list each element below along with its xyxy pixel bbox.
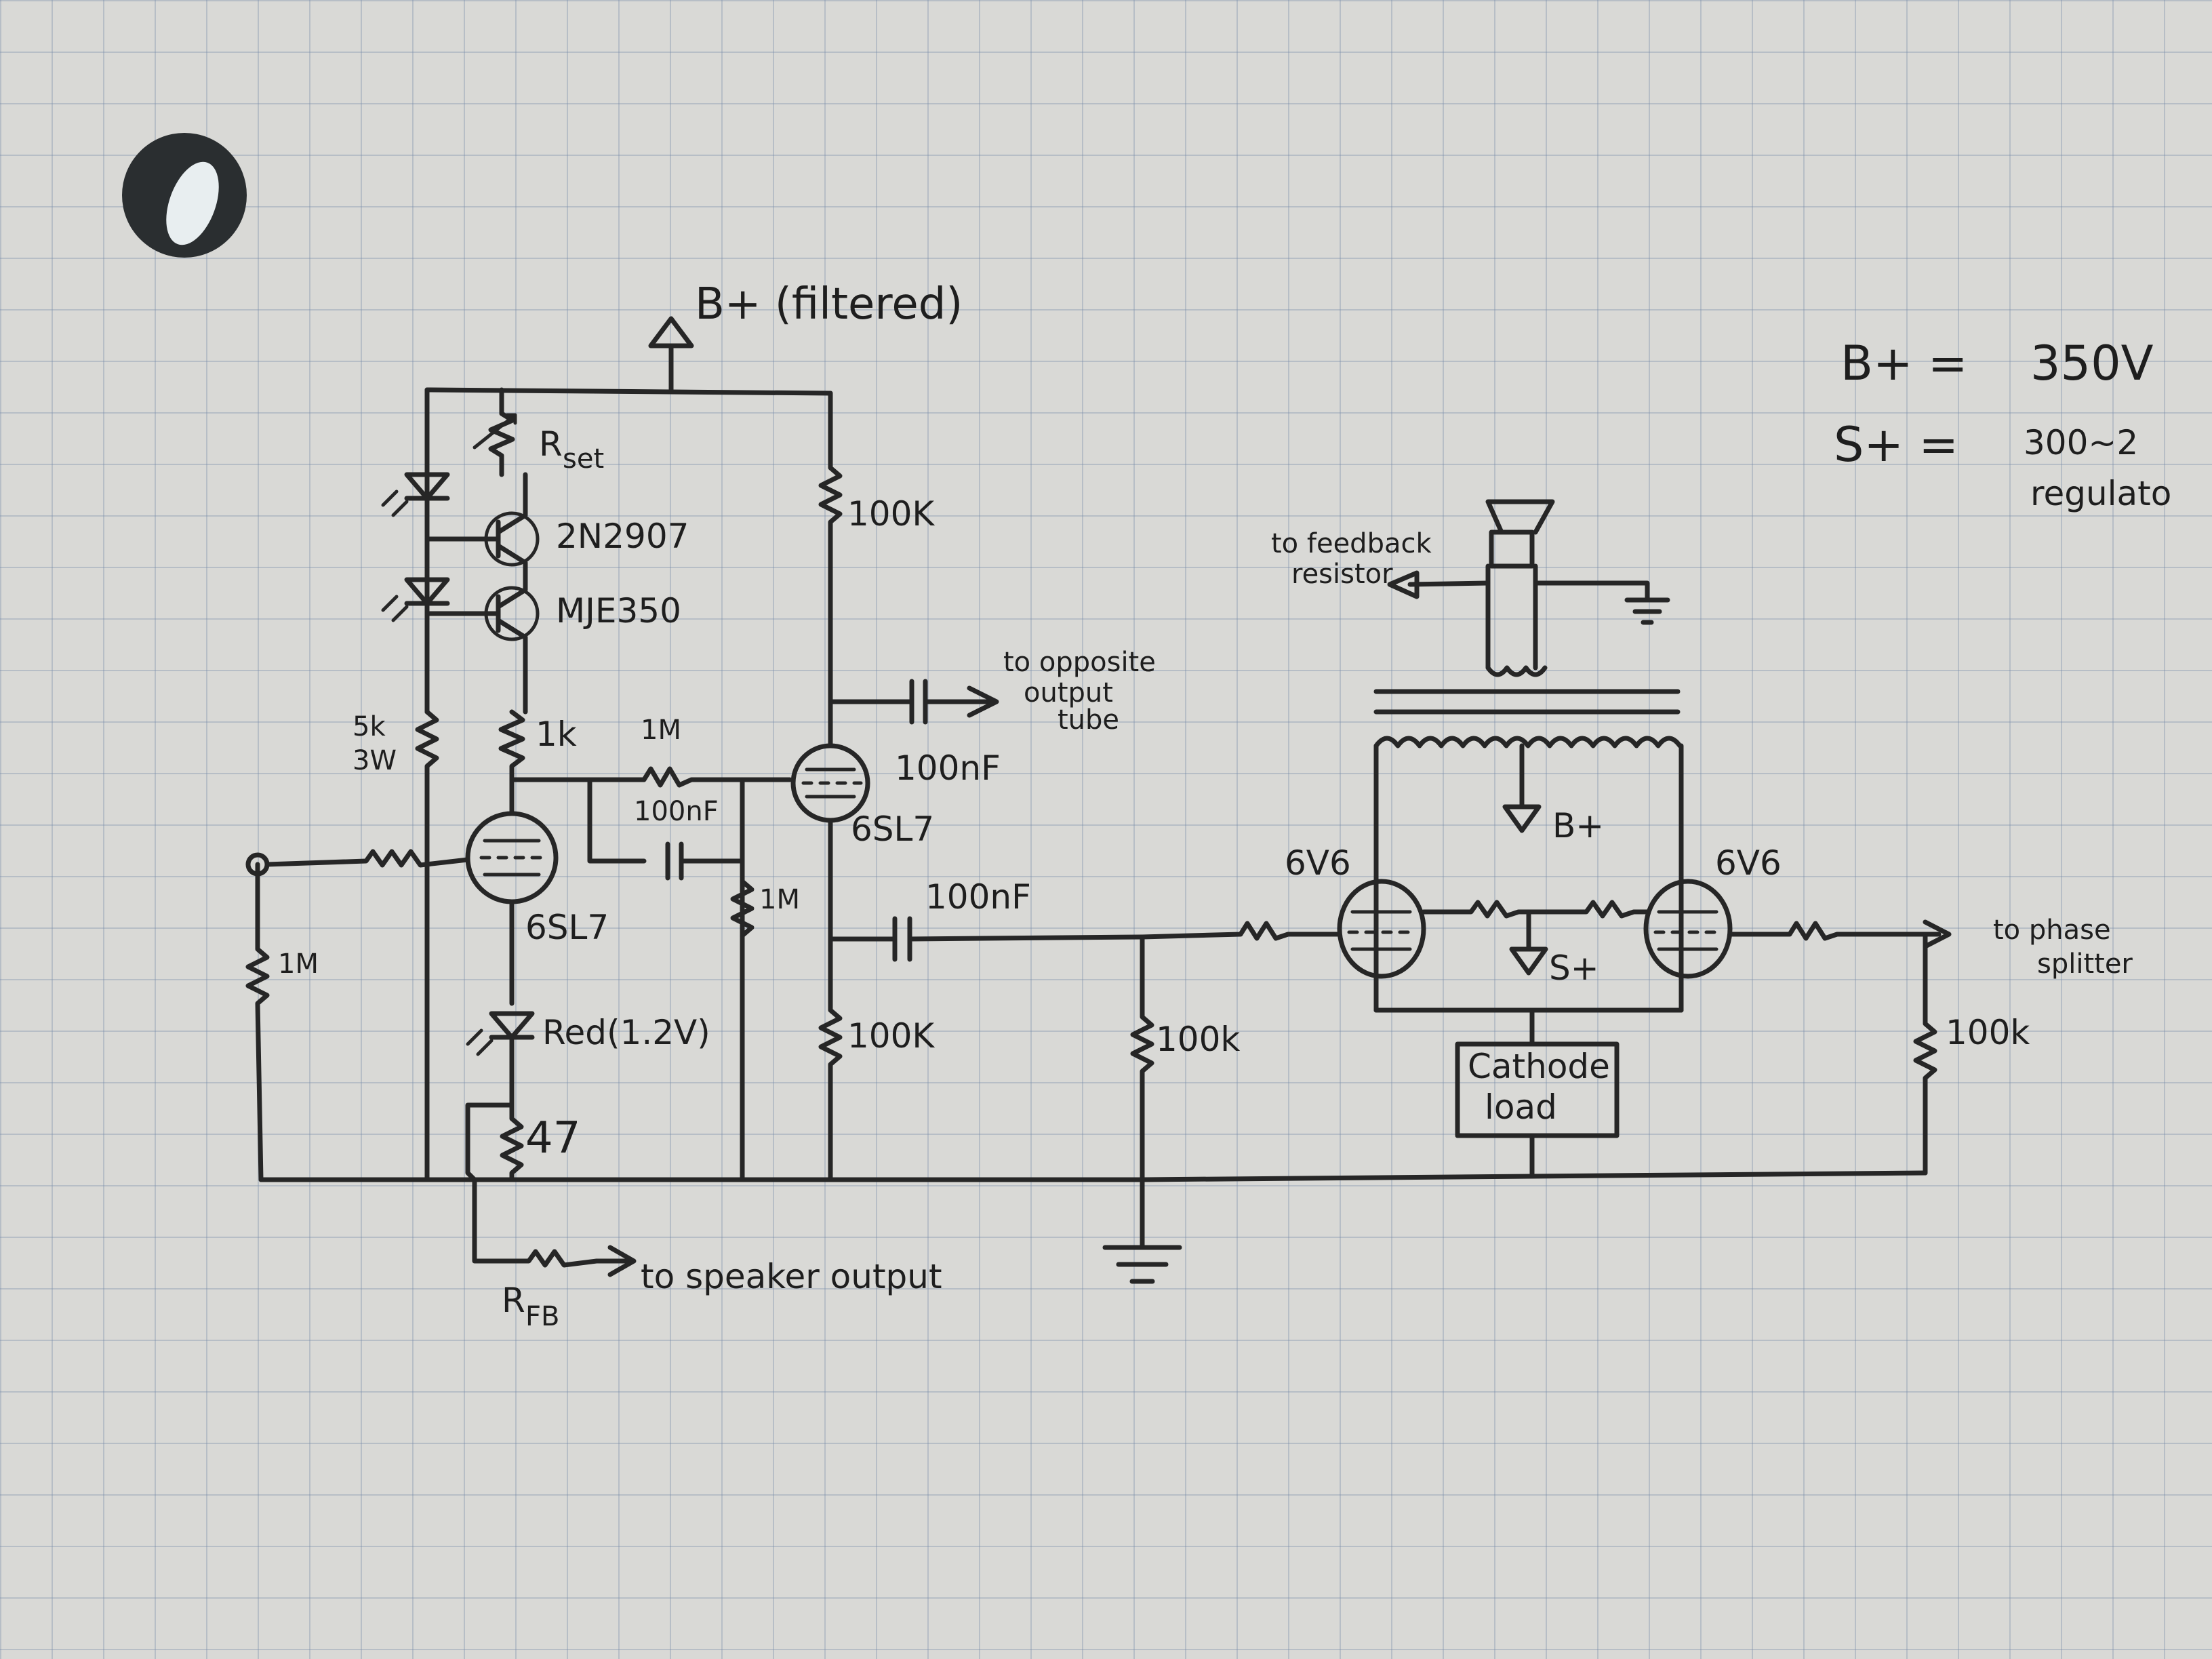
bplus-arrow <box>648 316 694 393</box>
label-splus-tap: S+ <box>1549 948 1599 988</box>
label-rfb: R <box>502 1281 525 1320</box>
note-splus-value-2: regulato <box>2030 474 2171 513</box>
label-to-feedback-2: resistor <box>1291 559 1393 590</box>
label-100k-bottom: 100K <box>847 1016 935 1056</box>
label-bplus-tap: B+ <box>1552 806 1604 845</box>
label-rset-sub: set <box>563 443 604 475</box>
led-red <box>466 1011 535 1056</box>
label-6v6-right: 6V6 <box>1715 843 1782 883</box>
note-splus-value: 300~2 <box>2024 423 2138 462</box>
label-1m-left: 1M <box>278 948 319 980</box>
label-6sl7-driver: 6SL7 <box>851 809 934 849</box>
rset-resistor <box>488 387 515 477</box>
speaker-secondary <box>1387 499 1670 677</box>
label-cathode: Cathode <box>1468 1047 1610 1086</box>
label-to-feedback-1: to feedback <box>1271 528 1432 559</box>
note-bplus-value: 350V <box>2030 336 2154 391</box>
label-to-speaker: to speaker output <box>641 1257 942 1296</box>
label-1k: 1k <box>536 715 577 754</box>
label-6v6-left: 6V6 <box>1285 843 1351 883</box>
output-transformer <box>1373 689 1684 1013</box>
label-to-opposite-2: output <box>1024 677 1113 708</box>
tube-6sl7-input <box>465 777 559 1006</box>
label-5k: 5k <box>353 711 386 742</box>
tube-6v6-right <box>1643 879 1733 979</box>
transistor-mje350 <box>424 580 540 715</box>
label-to-opposite-1: to opposite <box>1003 647 1156 678</box>
note-splus-line: S+ = <box>1834 417 1958 473</box>
capacitor-100nf-top <box>828 679 992 725</box>
label-to-phase-2: splitter <box>2037 948 2133 980</box>
label-100nf-top: 100nF <box>895 748 1001 788</box>
ground-bus <box>258 1170 1928 1182</box>
tube-6v6-left <box>1337 879 1426 979</box>
label-6sl7-input: 6SL7 <box>525 908 609 947</box>
label-to-phase-1: to phase <box>1993 915 2111 946</box>
resistor-5k <box>415 709 439 1182</box>
label-bplus-filtered: B+ (filtered) <box>695 279 963 329</box>
label-100k-top: 100K <box>847 494 935 534</box>
label-100nf-mid: 100nF <box>634 796 719 827</box>
label-mje350: MJE350 <box>556 591 681 631</box>
resistor-1k <box>498 709 525 782</box>
label-load: load <box>1485 1087 1557 1127</box>
label-47: 47 <box>525 1113 580 1163</box>
label-3w: 3W <box>353 745 397 776</box>
led-2 <box>381 577 450 622</box>
label-1m-right: 1M <box>759 884 800 915</box>
label-to-opposite-3: tube <box>1058 704 1119 736</box>
label-100k-right: 100k <box>1946 1013 2030 1052</box>
label-rset: R <box>539 424 563 464</box>
binder-hole <box>122 133 247 258</box>
top-rail <box>424 387 833 396</box>
ground-symbol <box>1102 1177 1182 1284</box>
led-1 <box>381 472 450 517</box>
label-rfb-sub: FB <box>525 1301 559 1332</box>
note-bplus-line: B+ = <box>1841 336 1968 391</box>
capacitor-100nf-low <box>828 916 1145 962</box>
grid-input-wire <box>264 849 470 868</box>
label-1m-top: 1M <box>641 715 681 746</box>
label-100nf-low: 100nF <box>925 877 1031 917</box>
label-100k-center: 100k <box>1156 1020 1240 1059</box>
transistor-2n2907 <box>424 472 540 586</box>
label-led-red: Red(1.2V) <box>542 1013 710 1052</box>
label-2n2907: 2N2907 <box>556 517 689 556</box>
cathode-load-box <box>1455 1041 1620 1138</box>
rfb-wire <box>472 1177 633 1268</box>
